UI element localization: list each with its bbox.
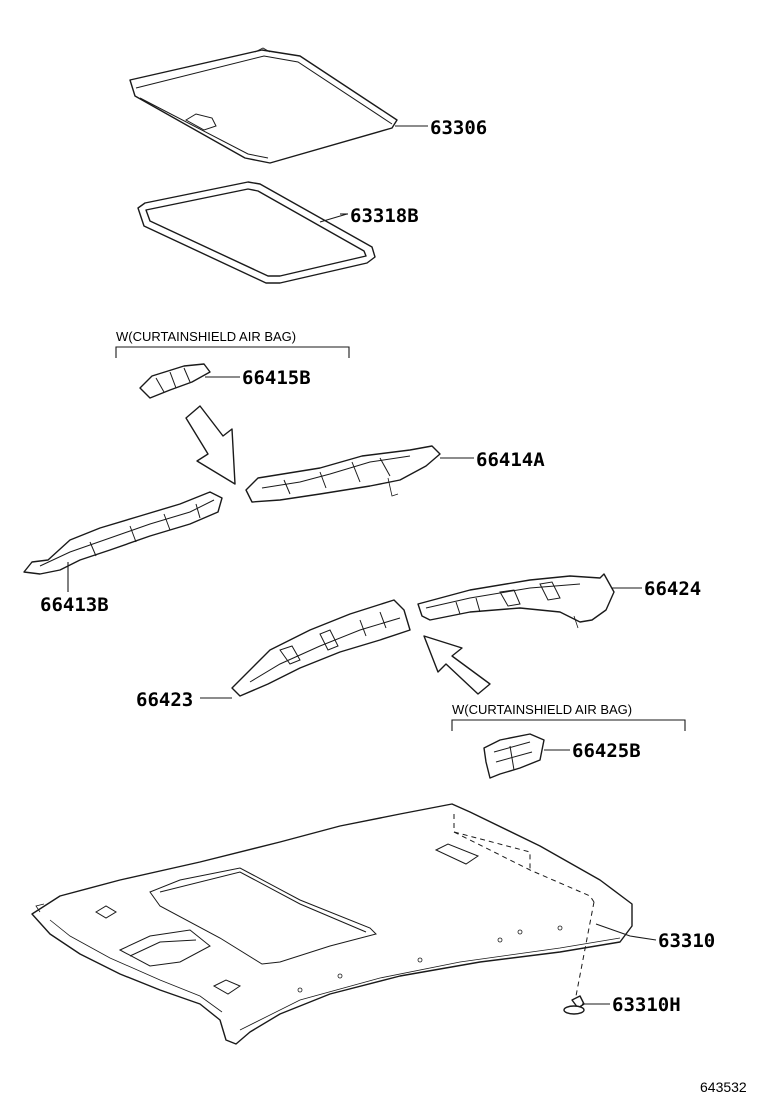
label-66424: 66424 [644, 578, 701, 600]
leader-63310 [595, 923, 657, 941]
curtain-cover-66415b[interactable] [139, 363, 211, 399]
headliner-clip[interactable] [563, 995, 585, 1015]
note-upper-condition: W(CURTAINSHIELD AIR BAG) [116, 329, 296, 344]
label-63310h: 63310H [612, 994, 681, 1016]
label-66415b: 66415B [242, 367, 311, 389]
roof-rail-66424[interactable] [417, 573, 615, 629]
sunroof-seal[interactable] [137, 181, 376, 284]
curtain-cover-66425b[interactable] [483, 733, 545, 779]
label-66413b: 66413B [40, 594, 109, 616]
label-63318b: 63318B [350, 205, 419, 227]
roof-rail-66414a[interactable] [245, 445, 441, 503]
install-arrow-lower [423, 635, 491, 695]
note-upper-bracket [115, 346, 350, 358]
headliner[interactable] [31, 803, 633, 1045]
install-arrow-upper [185, 405, 236, 485]
diagram-reference-number: 643532 [700, 1079, 747, 1095]
clip-install-line [575, 901, 595, 997]
label-66414a: 66414A [476, 449, 545, 471]
note-lower-condition: W(CURTAINSHIELD AIR BAG) [452, 702, 632, 717]
sunshade-panel[interactable] [129, 47, 398, 164]
label-63310: 63310 [658, 930, 715, 952]
label-63306: 63306 [430, 117, 487, 139]
label-66423: 66423 [136, 689, 193, 711]
leader-63318b-2 [319, 213, 348, 223]
note-lower-bracket [451, 719, 686, 731]
roof-rail-66423[interactable] [231, 599, 411, 697]
label-66425b: 66425B [572, 740, 641, 762]
roof-rail-66413b[interactable] [23, 491, 223, 575]
